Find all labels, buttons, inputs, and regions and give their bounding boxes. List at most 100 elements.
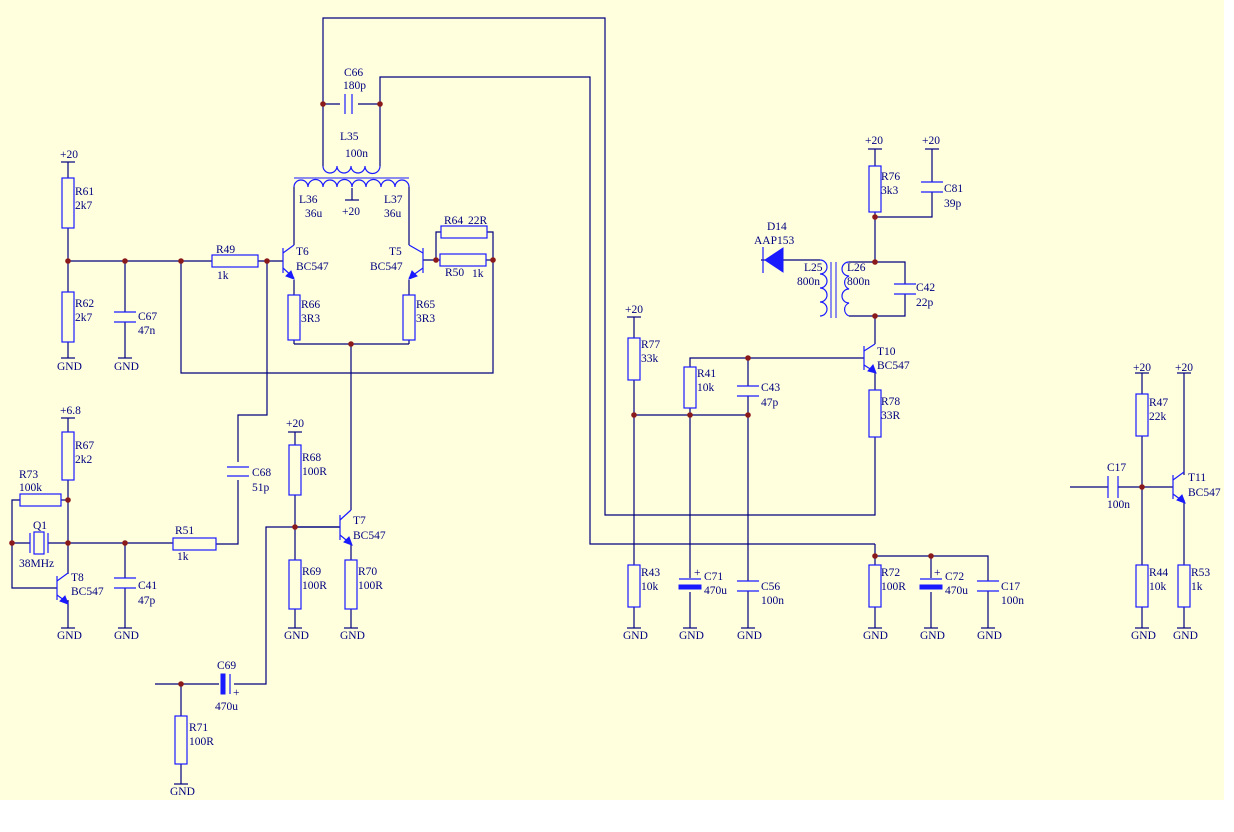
label-t5: T5 [389, 246, 402, 258]
resistor-r47 [1135, 393, 1149, 437]
label-r72: R72 [881, 567, 900, 579]
value-c68: 51p [252, 482, 270, 494]
resistor-r51 [172, 537, 217, 551]
label-r77: R77 [641, 339, 660, 351]
inductors [293, 165, 850, 318]
value-c72: 470u [945, 585, 968, 597]
wires [11, 17, 1185, 784]
capacitor-c69 [220, 673, 231, 695]
label-c56: C56 [761, 581, 780, 593]
resistor-r53 [1177, 564, 1191, 608]
label-r76: R76 [881, 171, 900, 183]
label-c71: C71 [704, 571, 723, 583]
label-r62: R62 [75, 298, 94, 310]
value-c17-input: 100n [1107, 499, 1130, 511]
value-r51: 1k [177, 551, 189, 563]
component-labels: C66 180p L35 100n L36 36u L37 36u +20 +2… [19, 67, 1221, 798]
label-r78: R78 [881, 396, 900, 408]
resistor-r61 [61, 177, 75, 229]
label-gnd-r44: GND [1131, 630, 1156, 642]
value-c81: 39p [944, 198, 962, 210]
label-gnd-c71: GND [679, 630, 704, 642]
value-r47: 22k [1149, 411, 1167, 423]
value-c71: 470u [704, 585, 727, 597]
label-gnd-c41: GND [114, 630, 139, 642]
inductor-l25 [819, 259, 828, 317]
capacitor-c56 [737, 580, 759, 592]
label-r64: R64 [444, 215, 463, 227]
label-c69: C69 [217, 660, 236, 672]
label-r53: R53 [1191, 567, 1210, 579]
label-gnd-c67: GND [114, 361, 139, 373]
label-l25: L25 [804, 262, 823, 274]
label-supply-r76: +20 [865, 135, 883, 147]
label-gnd-r72: GND [863, 630, 888, 642]
resistor-r71 [174, 715, 188, 765]
capacitor-c71 [678, 578, 702, 590]
resistor-r76 [868, 165, 882, 213]
capacitors [114, 94, 1119, 695]
value-r49: 1k [217, 270, 229, 282]
label-gnd-r69: GND [284, 630, 309, 642]
value-l37: 36u [384, 208, 402, 220]
label-t10: T10 [877, 346, 896, 358]
value-r70: 100R [358, 580, 383, 592]
value-r73: 100k [19, 482, 42, 494]
value-c67: 47n [138, 325, 156, 337]
label-r61: R61 [75, 186, 94, 198]
value-r61: 2k7 [75, 200, 93, 212]
value-r77: 33k [641, 353, 659, 365]
label-c72-plus: + [934, 567, 941, 579]
value-d14: AAP153 [754, 235, 795, 247]
label-l37: L37 [384, 194, 403, 206]
value-r78: 33R [881, 410, 901, 422]
capacitor-c43 [737, 385, 759, 397]
diode-d14 [762, 247, 784, 273]
inductor-l37 [351, 178, 410, 188]
value-r71: 100R [189, 736, 214, 748]
resistor-r68 [288, 444, 302, 496]
junction-dots [9, 101, 1145, 687]
resistor-r66 [287, 294, 301, 341]
label-r43: R43 [641, 567, 660, 579]
label-r50: R50 [445, 267, 464, 279]
resistor-r67 [61, 431, 75, 481]
resistor-r41 [683, 366, 697, 409]
value-r43: 10k [641, 581, 659, 593]
label-r68: R68 [302, 452, 321, 464]
label-l35: L35 [340, 131, 359, 143]
value-r64: 22R [468, 215, 488, 227]
resistor-r77 [627, 337, 641, 381]
label-supply-r61: +20 [60, 149, 78, 161]
label-d14: D14 [767, 221, 787, 233]
inductor-l36 [293, 178, 353, 188]
value-r69: 100R [302, 580, 327, 592]
label-supply-center-tap: +20 [342, 206, 360, 218]
value-r67: 2k2 [75, 454, 93, 466]
inductor-l26 [841, 261, 850, 317]
value-r44: 10k [1149, 581, 1167, 593]
capacitor-c66 [344, 94, 353, 114]
resistor-r73 [19, 493, 62, 507]
label-r70: R70 [358, 566, 377, 578]
resistor-r43 [627, 564, 641, 608]
capacitor-c17-input [1107, 476, 1119, 498]
capacitor-c68 [227, 466, 249, 477]
label-r71: R71 [189, 722, 208, 734]
label-c17-right: C17 [1001, 581, 1020, 593]
value-c66: 180p [343, 80, 366, 92]
power-symbols [61, 148, 1191, 785]
label-c17-input: C17 [1107, 462, 1126, 474]
value-l35: 100n [345, 148, 368, 160]
label-r67: R67 [75, 440, 94, 452]
value-c41: 47p [138, 595, 156, 607]
value-l26: 800n [847, 276, 870, 288]
value-t6: BC547 [296, 261, 329, 273]
value-r50: 1k [472, 268, 484, 280]
label-gnd-c17-right: GND [977, 630, 1002, 642]
label-supply-6v8: +6.8 [60, 405, 81, 417]
label-r49: R49 [216, 244, 235, 256]
value-r65: 3R3 [416, 313, 435, 325]
